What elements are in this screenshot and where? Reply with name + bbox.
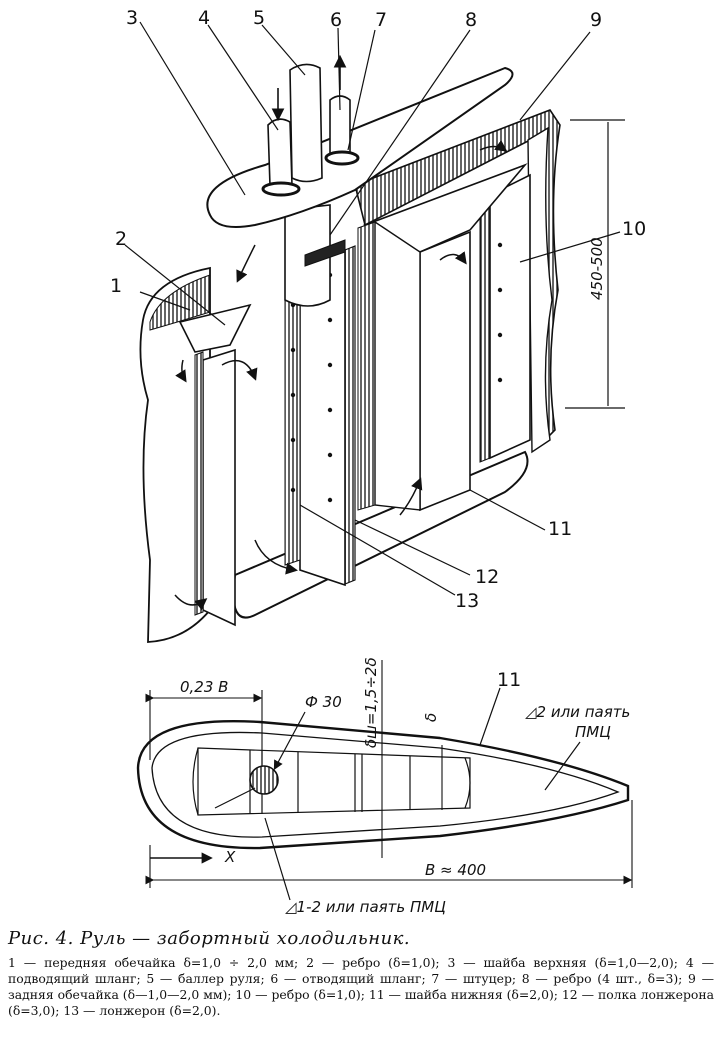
callout-5: 5 (253, 7, 265, 29)
callout-3: 3 (126, 7, 138, 29)
rear-rib-10-hatch (479, 199, 491, 463)
height-dimension (565, 119, 625, 409)
rear-shell (354, 109, 561, 447)
callout-7: 7 (375, 9, 387, 31)
rib-8 (304, 239, 346, 267)
stock-diameter-label: Ф 30 (305, 693, 342, 711)
chord-dimension (145, 800, 633, 888)
callout-10: 10 (622, 218, 646, 240)
stock-pointer (273, 711, 306, 771)
callout-12: 12 (475, 566, 499, 588)
inlet-hose-4 (267, 118, 293, 190)
weld-note-trailing: ◿2 или паять (525, 703, 630, 721)
callout-9: 9 (590, 9, 602, 31)
weld-note-trailing-2: ПМЦ (575, 723, 611, 741)
middle-rib (419, 230, 471, 512)
section-callout-leader (479, 687, 501, 746)
spar-13 (344, 245, 356, 585)
caption-title: Рис. 4. Руль — забортный холодильник. (8, 928, 411, 949)
middle-rib-hatch (357, 221, 376, 511)
rear-shell-face (527, 126, 553, 454)
callout-leaders (124, 21, 621, 596)
rudder-stock-5 (289, 63, 323, 183)
section-callout-11: 11 (497, 669, 521, 691)
figure-caption: Рис. 4. Руль — забортный холодильник. 1 … (8, 928, 714, 1019)
weld-trailing-leader (544, 741, 581, 791)
height-dimension-label: 450-500 (588, 237, 606, 300)
flow-arrows (174, 139, 508, 611)
callout-1: 1 (110, 275, 122, 297)
stock-section (249, 765, 279, 795)
front-rib-2 (178, 303, 252, 353)
callout-8: 8 (465, 9, 477, 31)
middle-rib-face (374, 220, 421, 511)
rudder-cooler-diagram: 450-500 1 2 3 4 5 6 7 8 9 10 11 12 13 (110, 7, 646, 916)
callout-11: 11 (548, 518, 572, 540)
front-rib-hatch (194, 351, 204, 616)
leading-edge-label: 0,23 B (180, 678, 228, 696)
airfoil-inner (151, 731, 620, 838)
airfoil-outer (136, 720, 630, 850)
rib-thickness-label: δ (422, 713, 440, 722)
weld-note-bottom: ◿1-2 или паять ПМЦ (285, 898, 446, 916)
section-rib-outline (197, 747, 471, 816)
caption-legend: 1 — передняя обечайка δ=1,0 ÷ 2,0 мм; 2 … (8, 955, 714, 1018)
shell-thickness-label: δш=1,5÷2δ (362, 657, 380, 748)
front-shell-hatch (149, 274, 211, 331)
x-axis-label: X (224, 848, 236, 866)
callout-13: 13 (455, 590, 479, 612)
front-rib-plate (202, 348, 236, 627)
leading-edge-dimension (145, 690, 263, 766)
inlet-fitting (261, 181, 301, 197)
callout-2: 2 (115, 228, 127, 250)
front-shell-1 (139, 266, 211, 643)
callout-4: 4 (198, 7, 210, 29)
rear-rib-10 (489, 173, 531, 460)
fitting-7 (324, 150, 360, 166)
weld-bottom-leader (264, 817, 291, 901)
stock-pointer-2 (214, 787, 256, 809)
rear-rib-rivets (497, 242, 503, 383)
callout-6: 6 (330, 9, 342, 31)
chord-dimension-label: B ≈ 400 (425, 861, 486, 879)
